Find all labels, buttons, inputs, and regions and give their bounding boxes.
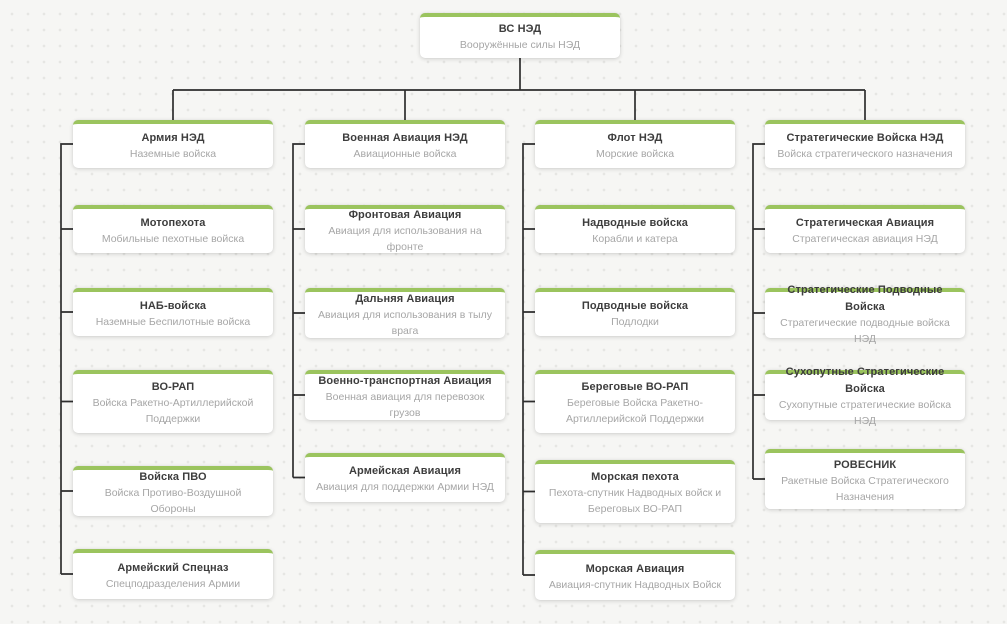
org-node-title: Фронтовая Авиация [348,208,462,221]
org-node-subtitle: Авиация для использования на фронте [328,224,482,253]
org-node-title: Военная Авиация НЭД [342,131,468,144]
org-node[interactable]: ВО-РАП Войска Ракетно-Артиллерийской Подд… [73,370,273,433]
org-node-title: Мотопехота [140,216,206,229]
org-node-title: Флот НЭД [607,131,663,144]
org-node-subtitle: Авиация для использования в тылу врага [318,308,492,337]
org-node-branch-header[interactable]: Военная Авиация НЭД Авиационные войска [305,120,505,168]
org-node-subtitle: Пехота-спутник Надводных войск и Берегов… [548,487,722,516]
org-node-title: Подводные войска [581,299,689,312]
org-node-branch-header[interactable]: Стратегические Войска НЭД Войска стратеги… [765,120,965,168]
org-node-subtitle: Войска Противо-Воздушной Обороны [104,486,242,515]
org-node-title: Стратегические Подводные Войска [787,284,943,314]
org-node[interactable]: Береговые ВО-РАП Береговые Войска Ракетно… [535,370,735,433]
org-node-title: Армия НЭД [141,131,205,144]
org-node-subtitle: Стратегические подводные войска НЭД [780,317,950,346]
org-node-subtitle: Стратегическая авиация НЭД [792,232,938,245]
org-node-subtitle: Мобильные пехотные войска [101,232,245,245]
org-node-branch-header[interactable]: Флот НЭД Морские войска [535,120,735,168]
org-node-subtitle: Спецподразделения Армии [105,577,241,590]
org-node[interactable]: РОВЕСНИК Ракетные Войска Стратегического … [765,449,965,509]
org-node-subtitle: Авиация-спутник Надводных Войск [548,578,722,591]
org-node-title: Армейский Спецназ [117,561,229,574]
org-node-root[interactable]: ВС НЭД Вооружённые силы НЭД [420,13,620,58]
org-node-subtitle: Вооружённые силы НЭД [459,39,581,52]
org-node-subtitle: Подлодки [611,315,659,328]
org-node-title: Стратегические Войска НЭД [786,131,944,144]
org-node-title: Морская Авиация [585,562,685,575]
org-node-title: Войска ПВО [139,470,207,483]
org-node-subtitle: Наземные войска [129,147,217,160]
org-node-subtitle: Наземные Беспилотные войска [95,315,251,328]
org-node-subtitle: Ракетные Войска Стратегического Назначен… [781,474,949,503]
org-node-title: Надводные войска [582,216,688,229]
org-node-subtitle: Сухопутные стратегические войска НЭД [778,399,952,428]
org-node-subtitle: Военная авиация для перевозок грузов [325,390,485,419]
org-node-subtitle: Морские войска [595,147,675,160]
org-node-title: Армейская Авиация [349,465,461,478]
org-node-title: НАБ-войска [139,299,207,312]
org-node-subtitle: Войска стратегического назначения [777,147,953,160]
org-node-title: Сухопутные Стратегические Войска [785,366,945,396]
org-node-subtitle: Береговые Войска Ракетно-Артиллерийской … [565,397,705,426]
org-node-title: РОВЕСНИК [833,458,897,471]
org-node-title: Стратегическая Авиация [795,216,935,229]
org-node-title: Дальняя Авиация [355,292,455,305]
org-node[interactable]: Войска ПВО Войска Противо-Воздушной Оборо… [73,466,273,516]
org-node-title: ВО-РАП [151,381,195,394]
org-node-subtitle: Авиация для поддержки Армии НЭД [316,481,494,494]
org-node-branch-header[interactable]: Армия НЭД Наземные войска [73,120,273,168]
org-node-title: Морская пехота [591,471,679,484]
org-node-title: ВС НЭД [498,23,542,36]
org-node-subtitle: Авиационные войска [353,147,457,160]
org-node-subtitle: Войска Ракетно-Артиллерийской Поддержки [92,397,254,426]
org-node-title: Береговые ВО-РАП [581,381,689,394]
org-node-subtitle: Корабли и катера [592,232,678,245]
org-node-title: Военно-транспортная Авиация [318,374,492,387]
